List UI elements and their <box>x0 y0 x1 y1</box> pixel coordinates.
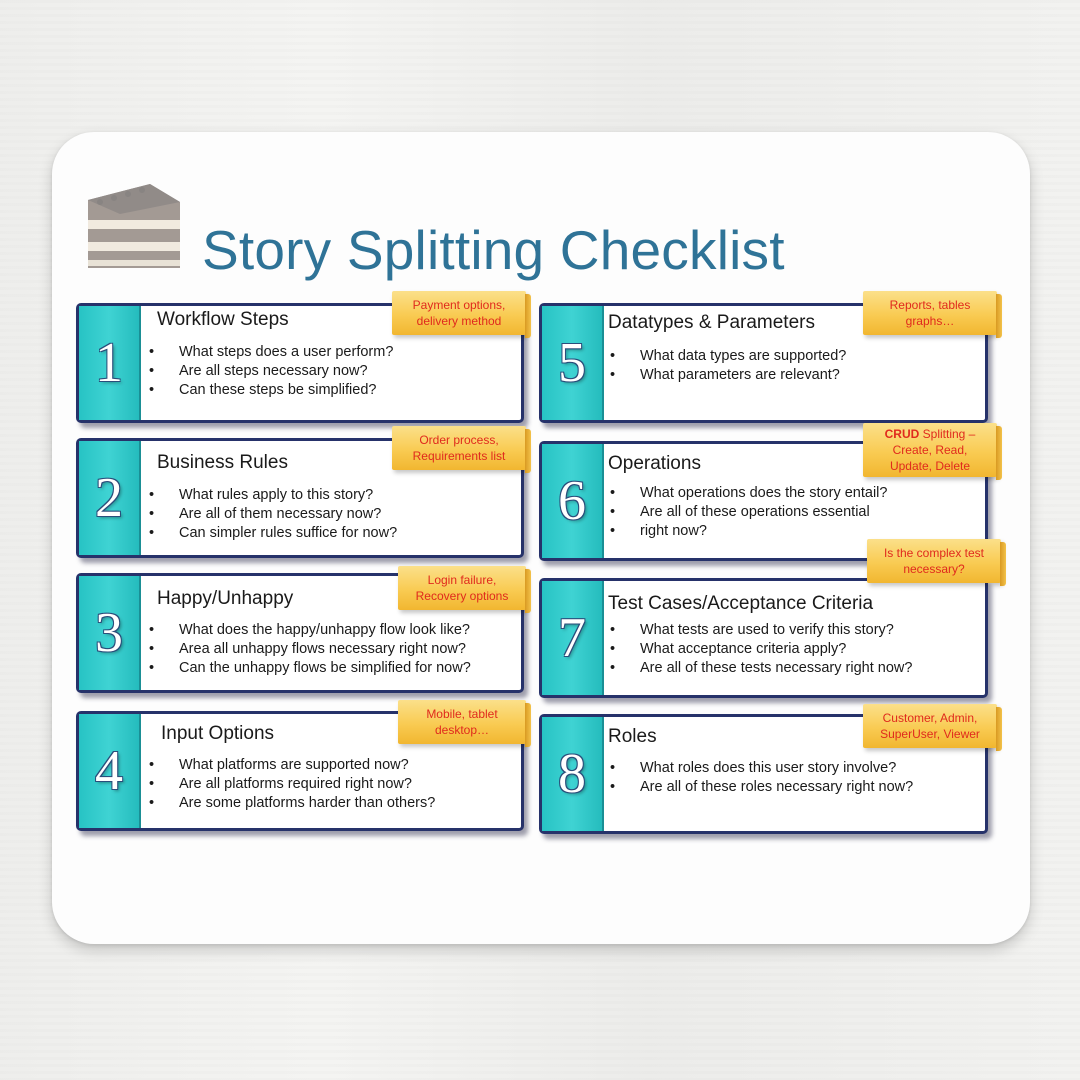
number-badge: 6 <box>542 444 604 558</box>
list-item: Are some platforms harder than others? <box>147 794 435 813</box>
cake-slice-icon <box>88 184 180 268</box>
list-item: Are all steps necessary now? <box>147 362 393 381</box>
question-list: What operations does the story entail? A… <box>608 484 887 541</box>
number-badge: 5 <box>542 306 604 420</box>
sticky-note-6: CRUD Splitting – Create, Read, Update, D… <box>863 423 1002 480</box>
question-list: What steps does a user perform? Are all … <box>147 343 393 400</box>
list-item: What parameters are relevant? <box>608 366 846 385</box>
list-item: Are all platforms required right now? <box>147 775 435 794</box>
question-list: What tests are used to verify this story… <box>608 621 912 678</box>
number-badge: 2 <box>79 441 141 555</box>
number-badge: 3 <box>79 576 141 690</box>
list-item: What does the happy/unhappy flow look li… <box>147 621 471 640</box>
checklist-card-7: 7 Test Cases/Acceptance Criteria What te… <box>539 578 988 698</box>
card-title: Business Rules <box>157 452 288 473</box>
list-item: What acceptance criteria apply? <box>608 640 912 659</box>
list-item: Area all unhappy flows necessary right n… <box>147 640 471 659</box>
number-badge: 1 <box>79 306 141 420</box>
sticky-note-2: Order process,Requirements list <box>392 426 531 473</box>
list-item: Can these steps be simplified? <box>147 381 393 400</box>
question-list: What roles does this user story involve?… <box>608 759 913 797</box>
number-badge: 4 <box>79 714 141 828</box>
sticky-note-1: Payment options,delivery method <box>392 291 531 338</box>
card-title: Operations <box>608 453 701 474</box>
list-item: What operations does the story entail? <box>608 484 887 503</box>
card-title: Test Cases/Acceptance Criteria <box>608 593 874 614</box>
list-item-continuation: right now? <box>608 522 887 541</box>
number-badge: 7 <box>542 581 604 695</box>
card-title: Workflow Steps <box>157 309 289 330</box>
checklist-card-5: 5 Datatypes & Parameters What data types… <box>539 303 988 423</box>
page-title: Story Splitting Checklist <box>202 219 785 281</box>
question-list: What does the happy/unhappy flow look li… <box>147 621 471 678</box>
card-title: Datatypes & Parameters <box>608 312 815 333</box>
list-item: What platforms are supported now? <box>147 756 435 775</box>
list-item: What steps does a user perform? <box>147 343 393 362</box>
list-item: Are all of them necessary now? <box>147 505 397 524</box>
card-title: Happy/Unhappy <box>157 588 294 609</box>
list-item: What rules apply to this story? <box>147 486 397 505</box>
list-item: What tests are used to verify this story… <box>608 621 912 640</box>
sticky-note-8: Customer, Admin,SuperUser, Viewer <box>863 704 1002 751</box>
list-item: Can the unhappy flows be simplified for … <box>147 659 471 678</box>
list-item: Are all of these operations essential <box>608 503 887 522</box>
card-title: Input Options <box>161 723 275 744</box>
question-list: What rules apply to this story? Are all … <box>147 486 397 543</box>
question-list: What data types are supported? What para… <box>608 347 846 385</box>
list-item: What data types are supported? <box>608 347 846 366</box>
list-item: Are all of these tests necessary right n… <box>608 659 912 678</box>
list-item: What roles does this user story involve? <box>608 759 913 778</box>
card-title: Roles <box>608 726 657 747</box>
list-item: Are all of these roles necessary right n… <box>608 778 913 797</box>
number-badge: 8 <box>542 717 604 831</box>
question-list: What platforms are supported now? Are al… <box>147 756 435 813</box>
sticky-note-3: Login failure,Recovery options <box>398 566 531 613</box>
list-item: Can simpler rules suffice for now? <box>147 524 397 543</box>
